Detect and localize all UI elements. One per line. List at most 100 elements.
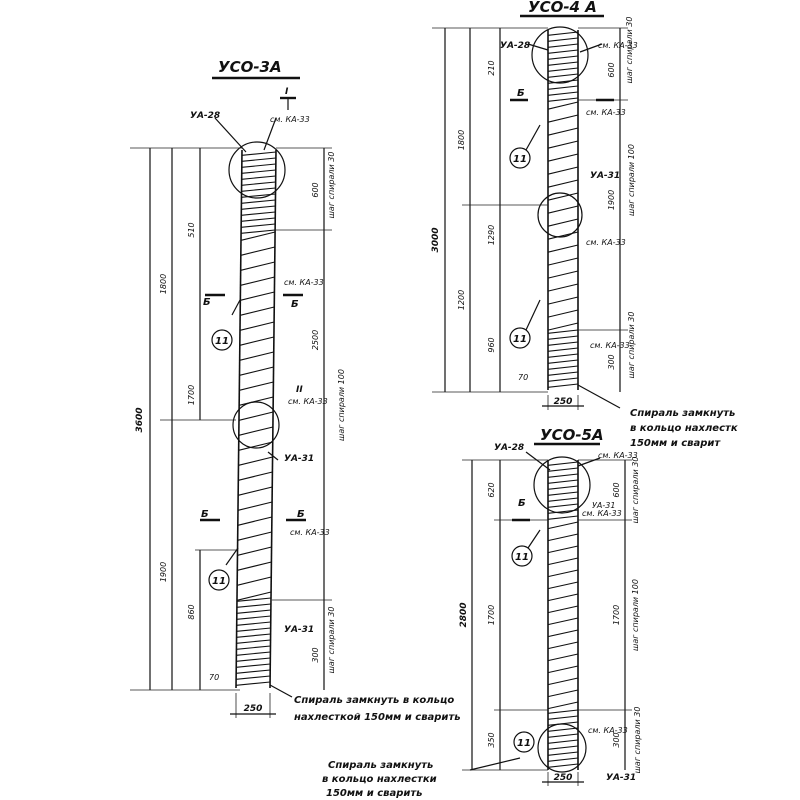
spiral-turn [238,426,274,436]
spiral-turn [236,609,271,614]
spiral-turn [241,175,276,180]
spiral-turn [547,629,579,638]
item-marker [509,147,531,169]
spiral-turn [547,479,579,484]
spiral-turn [241,217,276,222]
spiral-turn [547,296,579,305]
spiral-turn [547,353,579,358]
dim-value: 860 [187,604,196,619]
leader-line [577,384,621,409]
note-spiral-line-1: Спираль замкнуть [630,408,735,419]
dim-value: 70 [518,373,528,382]
spiral-turn [236,675,271,680]
leader-line [525,124,541,151]
spiral-turn [237,546,272,556]
spiral-turn [547,715,579,720]
title-uso-4a: УСО-4 А [528,0,597,16]
spiral-turn [547,653,579,662]
item-label-11: 11 [215,336,229,347]
spiral-turn [240,261,275,271]
item-label-11: 11 [517,738,531,749]
spiral-turn [241,223,276,228]
spiral-turn [547,114,579,123]
dim-value: 600 [311,182,320,197]
label-see-ka33: см. КА-33 [598,41,638,50]
pitch-label: шаг спирали 30 [627,312,636,379]
detail-circle-top [228,141,286,199]
label-see-ka33: см. КА-33 [270,115,310,124]
spiral-turn [547,371,579,376]
spiral-turn [547,43,579,48]
dim-value: 620 [487,482,496,497]
detail-circle-top [533,456,591,514]
dim-value: 600 [607,62,616,77]
spiral-turn [547,467,579,472]
leader-line [469,757,521,771]
spiral-turn [236,627,271,632]
spiral-turn [236,615,271,620]
spiral-turn [236,621,271,626]
detail-circle-mid [537,192,583,238]
spiral-turn [547,485,579,490]
spiral-turn [547,192,579,201]
spiral-turn [237,501,273,511]
item-marker [509,327,531,349]
spiral-turn [547,665,579,674]
spiral-turn [547,677,579,686]
spiral-turn [547,283,579,292]
item-marker [208,569,230,591]
spiral-turn [547,244,579,253]
spiral-turn [547,545,579,554]
spiral-turn [238,456,273,466]
item-label-11: 11 [513,334,527,345]
section-label-b: Б [203,297,211,308]
spiral-turn [238,411,274,421]
spiral-turn [241,211,276,216]
label-see-ka33: см. КА-33 [288,397,328,406]
dim-value: 2500 [311,330,320,350]
note-spiral-line-2: нахлесткой 150мм и сварить [294,712,461,723]
cage-left-bar [235,149,243,689]
spiral-turn [239,321,275,331]
spiral-turn [547,581,579,590]
label-see-ka33: см. КА-33 [582,509,622,518]
label-see-ka33: см. КА-33 [290,528,330,537]
spiral-turn [547,257,579,266]
spiral-turn [239,381,274,391]
spiral-turn [240,306,275,316]
leader-line [263,117,277,151]
spiral-turn [237,561,272,571]
spiral-turn [236,669,271,674]
section-label-b: Б [297,509,305,520]
spiral-turn [236,645,271,650]
spiral-turn [547,91,579,96]
spiral-turn [547,73,579,78]
label-ua-28: УА-28 [190,111,220,121]
spiral-turn [241,169,276,174]
title-uso-3a: УСО-3А [218,58,282,76]
dim-value: 1700 [612,605,621,625]
dim-value: 1700 [187,385,196,405]
spiral-turn [547,335,579,340]
spiral-turn [236,591,272,601]
label-ua-31: УА-31 [606,773,636,783]
leader-line [214,117,247,153]
spiral-turn [547,97,579,102]
spiral-turn [547,341,579,346]
drawing-uso-4a: УСО-4 А [431,0,738,449]
spiral-turn [547,377,579,382]
section-label-b: Б [201,509,209,520]
item-label-11: 11 [212,576,226,587]
spiral-turn [240,231,276,241]
pitch-label: шаг спирали 30 [625,17,634,84]
spiral-turn [547,85,579,90]
spiral-uso-3a [236,151,277,686]
spiral-turn [241,181,276,186]
dim-width: 250 [554,773,573,783]
item-marker [211,329,233,351]
spiral-turn [241,163,276,168]
spiral-turn [547,751,579,756]
spiral-turn [547,329,579,334]
detail-circle-mid [232,401,280,449]
